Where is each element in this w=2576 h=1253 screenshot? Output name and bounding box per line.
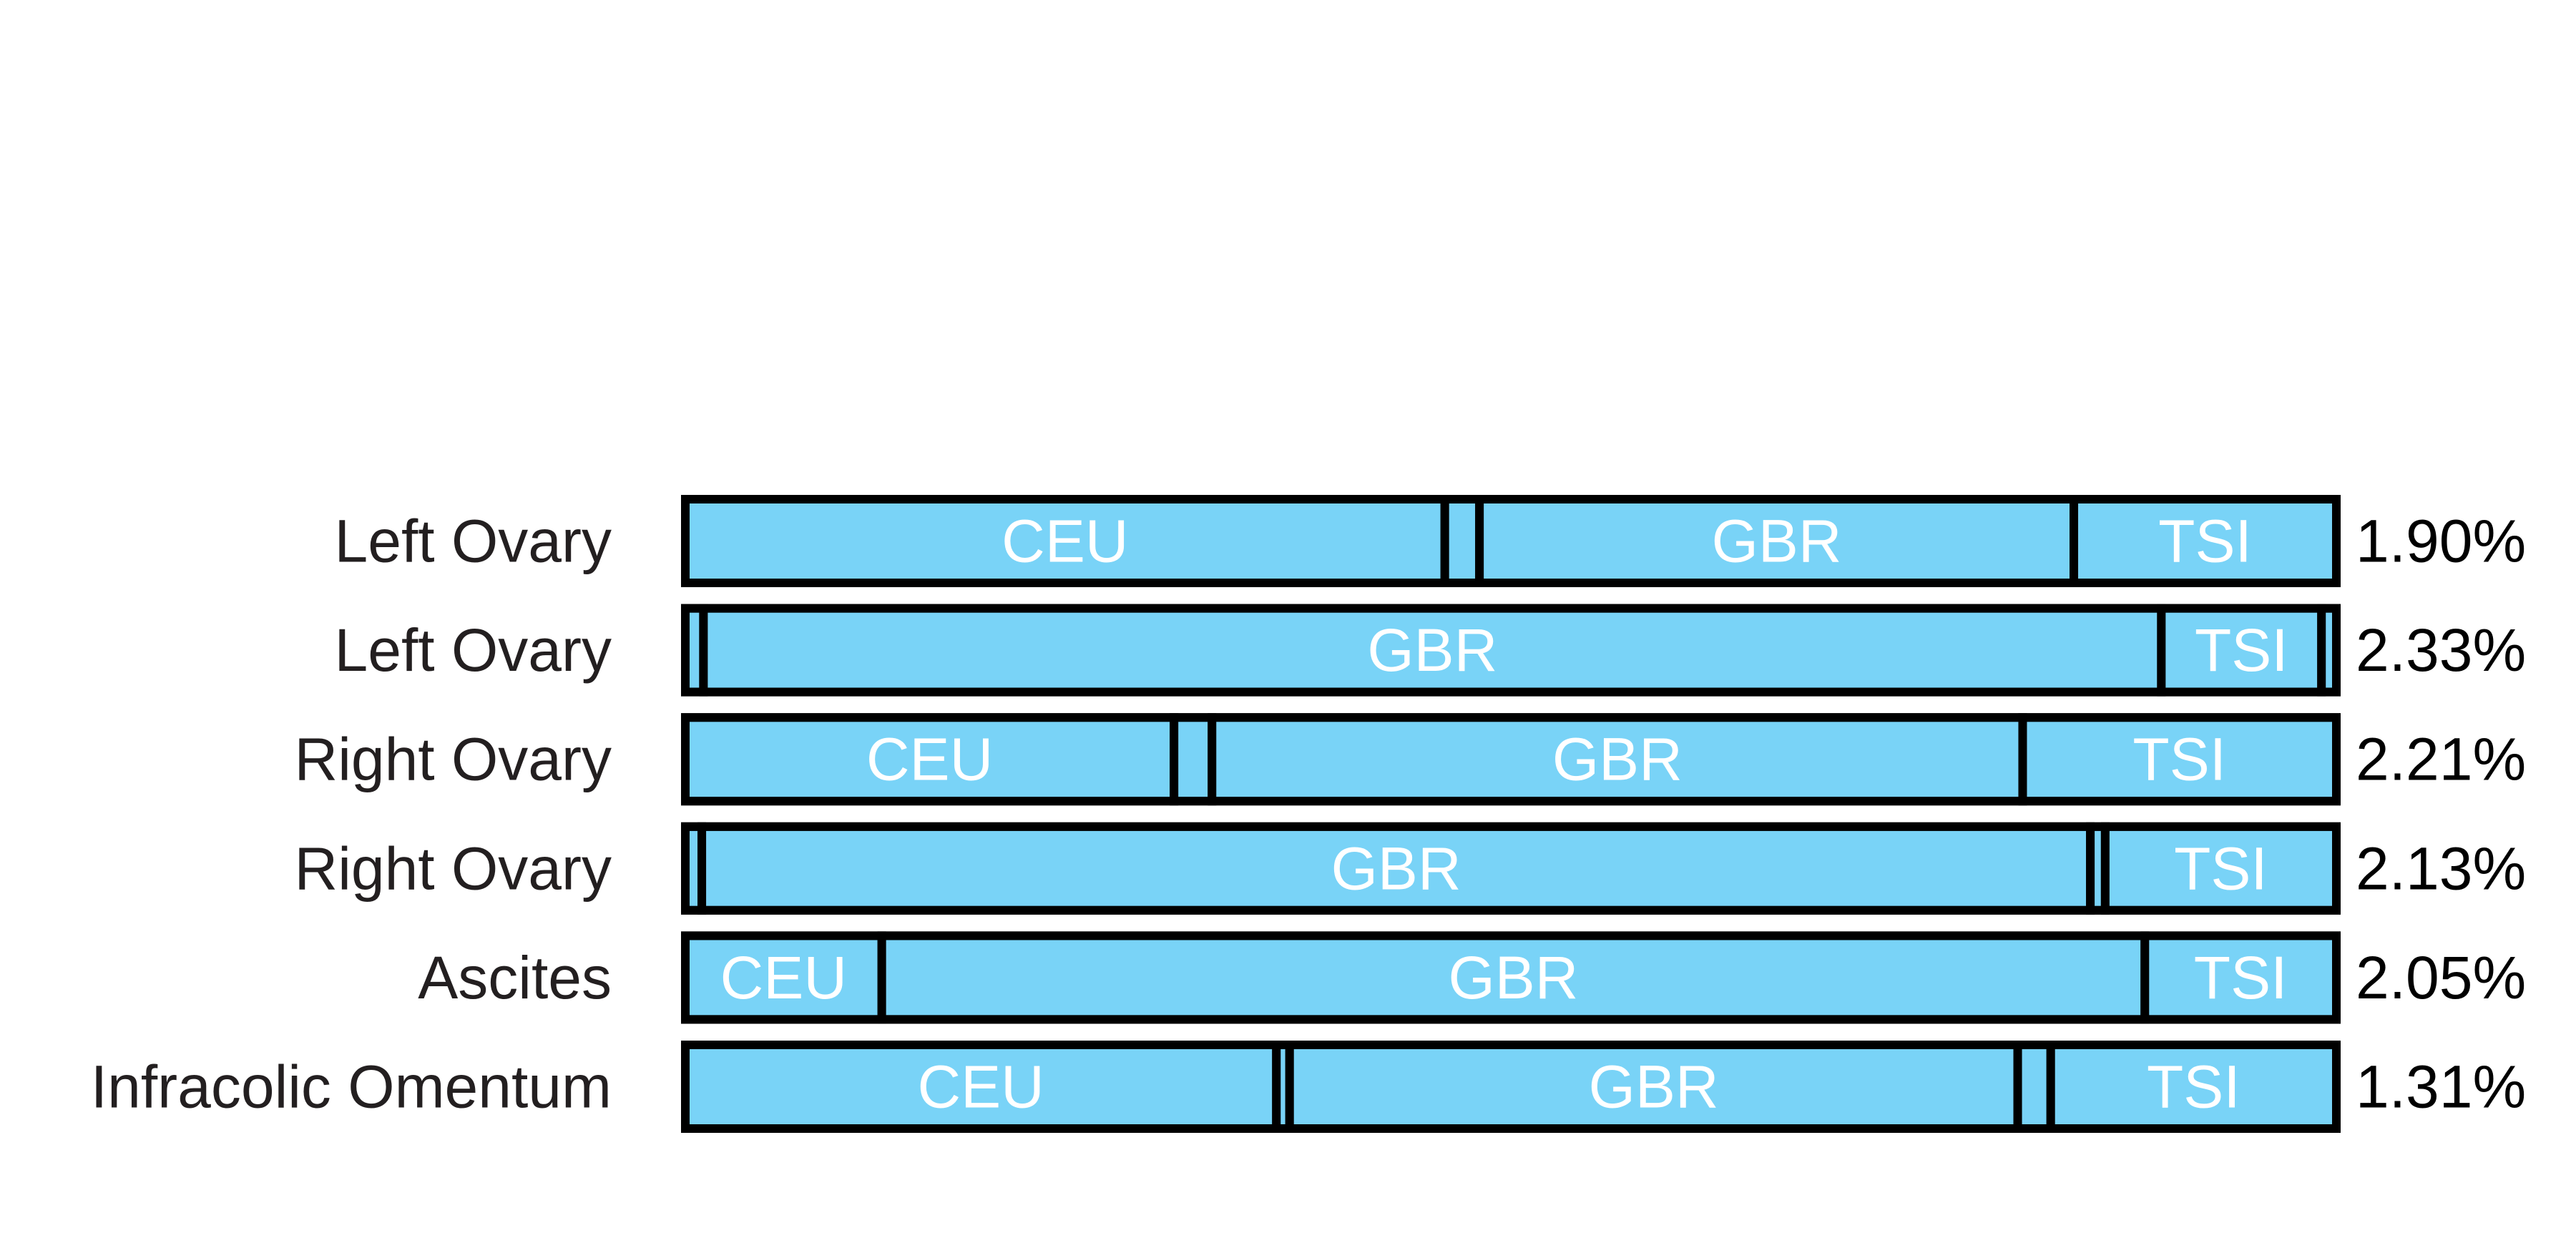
bar-segment <box>681 1041 1281 1133</box>
segment-label: GBR <box>1448 944 1578 1011</box>
segment-label: GBR <box>1589 1053 1719 1121</box>
bar-segment <box>1170 713 1217 806</box>
bar-segment <box>1208 713 2027 806</box>
bar-segment <box>1440 495 1484 587</box>
value-label: 2.13% <box>2356 835 2526 902</box>
row-label: Infracolic Omentum <box>91 1053 612 1121</box>
bar-frame <box>681 495 2341 587</box>
segment-label: GBR <box>1712 508 1842 575</box>
segment-label: TSI <box>2174 835 2268 902</box>
segment-label: GBR <box>1331 835 1461 902</box>
bar-frame <box>681 931 2341 1024</box>
bar-frame <box>681 713 2341 806</box>
value-label: 2.05% <box>2356 944 2526 1011</box>
segment-label: TSI <box>2147 1053 2240 1121</box>
bar-row: Ascites CEU GBR TSI 2.05% <box>418 931 2526 1024</box>
segment-label: TSI <box>2158 508 2252 575</box>
value-label: 1.90% <box>2356 508 2526 575</box>
segment-label: TSI <box>2132 726 2226 793</box>
bar-row: Right Ovary GBR TSI 2.13% <box>295 822 2526 915</box>
bar-frame <box>681 604 2341 697</box>
segment-label: TSI <box>2194 944 2288 1011</box>
segment-label: GBR <box>1552 726 1683 793</box>
bar-row: Left Ovary GBR TSI 2.33% <box>335 604 2526 697</box>
segment-label: CEU <box>1001 508 1128 575</box>
segment-label: TSI <box>2195 616 2288 684</box>
value-label: 2.33% <box>2356 616 2526 684</box>
bar-frame <box>681 822 2341 915</box>
row-label: Right Ovary <box>295 835 612 902</box>
segment-label: CEU <box>866 726 993 793</box>
row-label: Right Ovary <box>295 726 612 793</box>
segment-label: CEU <box>720 944 847 1011</box>
bar-row: Infracolic Omentum CEU GBR TSI 1.31% <box>91 1041 2526 1133</box>
segment-label: CEU <box>917 1053 1044 1121</box>
row-label: Left Ovary <box>335 616 612 684</box>
value-label: 1.31% <box>2356 1053 2526 1121</box>
row-label: Left Ovary <box>335 508 612 575</box>
bar-row: Left Ovary CEU GBR TSI 1.90% <box>335 495 2526 587</box>
segment-label: GBR <box>1367 616 1497 684</box>
bar-frame <box>681 1041 2341 1133</box>
bar-row: Right Ovary CEU GBR TSI 2.21% <box>295 713 2526 806</box>
row-label: Ascites <box>418 944 612 1011</box>
value-label: 2.21% <box>2356 726 2526 793</box>
bar-segment <box>697 822 2095 915</box>
bar-segment <box>2013 1041 2055 1133</box>
